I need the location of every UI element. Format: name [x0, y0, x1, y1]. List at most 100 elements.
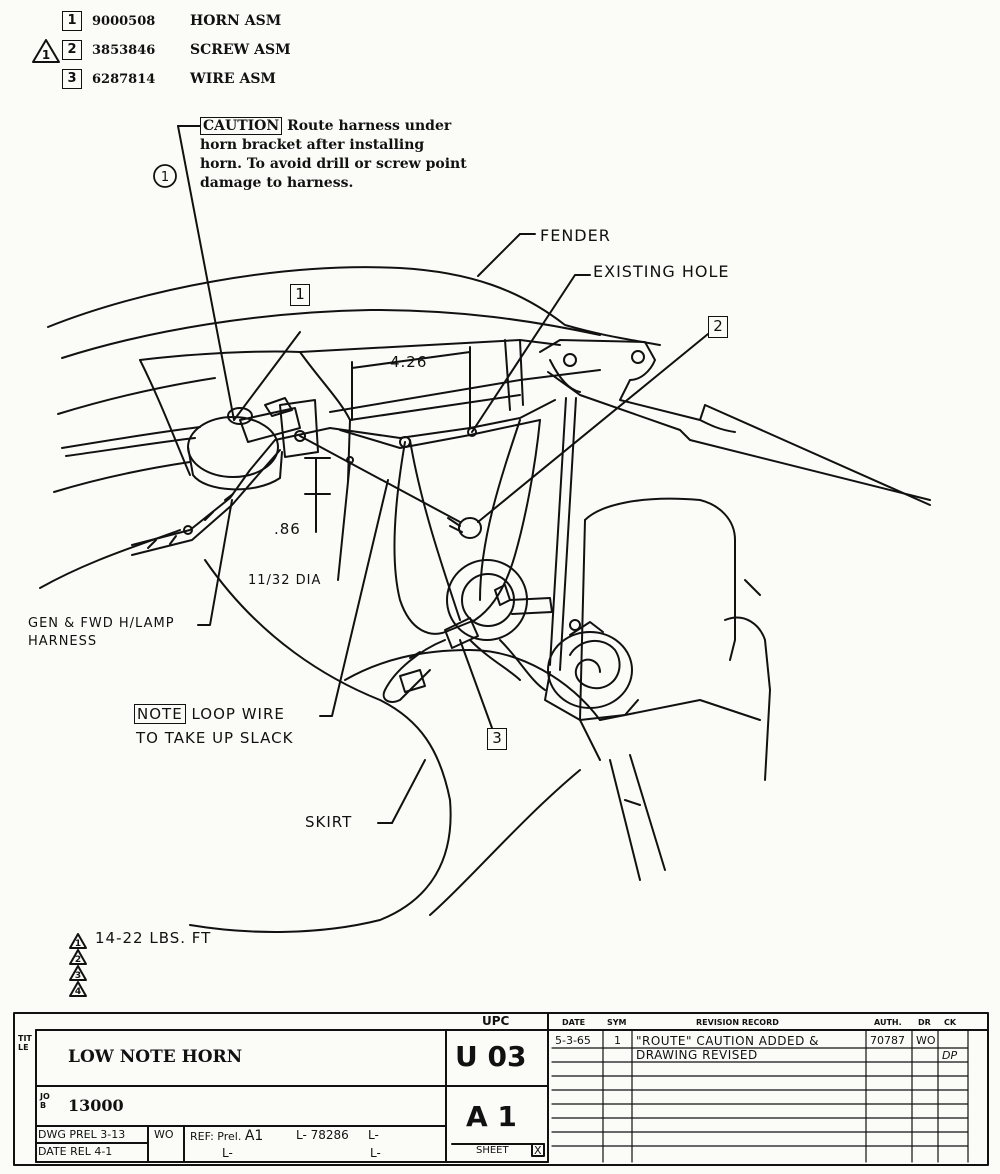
hole-leader: [337, 461, 351, 581]
radiator-brace: [609, 754, 666, 881]
wire-connector: [399, 669, 426, 693]
revision-auth: 70787: [870, 1034, 905, 1047]
support-post: [504, 339, 524, 411]
horn-terminal: [264, 397, 293, 417]
upc-label: UPC: [482, 1014, 510, 1028]
parts-row: 1 9000508 HORN ASM: [62, 10, 281, 32]
parts-row: 3 6287814 WIRE ASM: [62, 68, 276, 90]
existing-hole-label: EXISTING HOLE: [593, 262, 730, 281]
skirt-leader: [391, 759, 426, 824]
hole-diameter-label: 11/32 DIA: [248, 573, 322, 588]
radiator-tank: [724, 616, 771, 781]
harness-label: GEN & FWD H/LAMP: [28, 616, 175, 631]
bracket-hole: [563, 353, 577, 367]
item1-leader: [233, 331, 301, 421]
horn-bracket: [239, 407, 301, 443]
torque-flag-number: 3: [75, 971, 81, 981]
torque-flag-icon: [69, 981, 87, 997]
low-note-horn-mount: [509, 597, 553, 615]
core-support: [539, 339, 931, 506]
dwg-row: DWG PREL 3-13: [38, 1128, 125, 1141]
fender-rim: [53, 461, 191, 493]
dimension-width-label: 4.26: [390, 353, 428, 371]
ref-l4: L-: [370, 1146, 381, 1160]
horn-bracket-strut: [549, 397, 567, 666]
caution-label: CAUTION: [200, 117, 283, 135]
high-note-horn-bolt: [569, 619, 581, 631]
ref-l1: L- 78286: [296, 1128, 349, 1142]
harness-leader: [197, 499, 233, 626]
revision-header-dr: DR: [918, 1018, 931, 1027]
torque-flag-number: 1: [75, 939, 81, 949]
fender-label: FENDER: [540, 226, 611, 245]
torque-flag-icon: [69, 949, 87, 965]
harness-stripe: [224, 493, 234, 501]
high-note-horn: [547, 631, 633, 709]
horn-body-side: [187, 446, 283, 491]
ref-l2: L-: [368, 1128, 379, 1142]
horn-bracket-plate: [279, 399, 319, 458]
wire-lower-loop: [382, 639, 446, 703]
part-index-box: 1: [62, 11, 82, 31]
core-support-bracket: [549, 359, 581, 393]
caution-leader: [177, 125, 235, 421]
reference-circle-number: 1: [161, 170, 169, 185]
revision-sym: 1: [614, 1034, 621, 1047]
revision-record-text: "ROUTE" CAUTION ADDED &: [636, 1034, 819, 1048]
revision-flag-number: 1: [42, 48, 50, 62]
revision-ck: DP: [942, 1049, 958, 1062]
ref-value: A1: [244, 1128, 264, 1144]
ref-l3: L-: [222, 1146, 233, 1160]
item1-callout: 1: [290, 284, 310, 306]
drawing-title: LOW NOTE HORN: [68, 1047, 243, 1067]
harness-stripe: [204, 511, 214, 521]
low-note-horn-face: [461, 573, 515, 627]
sheet-label: SHEET: [476, 1145, 509, 1156]
note-leader: [319, 479, 389, 717]
sheet-box: [531, 1143, 545, 1157]
caution-line: Route harness under: [287, 118, 452, 134]
support-rail: [329, 369, 601, 413]
date-label: DATE: [38, 1145, 67, 1158]
sheet-code: A 1: [466, 1100, 517, 1133]
bracket-hole: [631, 350, 645, 364]
part-index-box: 3: [62, 69, 82, 89]
job-number: 13000: [68, 1096, 124, 1115]
caution-line: horn bracket after installing: [200, 137, 425, 153]
caution-line: horn. To avoid drill or screw point: [200, 156, 467, 172]
part-number: 3853846: [92, 42, 156, 58]
horn-spiral: [569, 640, 621, 690]
existing-hole-marker: [467, 427, 477, 437]
fender-leader: [477, 233, 521, 277]
harness-stripe: [169, 535, 177, 545]
fender-inner-line: [61, 426, 201, 449]
harness-label: HARNESS: [28, 634, 98, 649]
item2-callout: 2: [708, 316, 728, 338]
torque-spec: 14-22 LBS. FT: [95, 929, 212, 947]
wire-lead: [499, 639, 546, 691]
existing-hole-leader: [471, 274, 591, 433]
sheet-mark: X: [534, 1144, 542, 1157]
title-label: TITLE: [18, 1034, 32, 1052]
parts-row: 2 3853846 SCREW ASM: [62, 39, 291, 61]
dimension-height-label: .86: [274, 520, 301, 538]
caution-line: damage to harness.: [200, 175, 354, 191]
item3-callout: 3: [487, 728, 507, 750]
fender-bottom-line: [39, 529, 181, 589]
part-index-box: 2: [62, 40, 82, 60]
note-line: LOOP WIRE: [191, 705, 285, 723]
wire-loop-inner: [409, 439, 461, 621]
caution-note: CAUTION Route harness under horn bracket…: [200, 117, 520, 193]
title-block-frame: [13, 1012, 989, 1166]
dim-line-width: [351, 351, 471, 369]
core-support-flange: [699, 419, 736, 433]
dwg-label: DWG: [38, 1128, 66, 1141]
wire-connector: [444, 617, 479, 649]
wire-lead: [469, 639, 521, 681]
fender-lower-edge: [57, 377, 216, 415]
ref-row: REF: Prel. A1: [190, 1128, 263, 1144]
skirt-inner: [344, 649, 601, 721]
harness-lower: [339, 419, 541, 449]
support-ridge: [299, 351, 351, 481]
